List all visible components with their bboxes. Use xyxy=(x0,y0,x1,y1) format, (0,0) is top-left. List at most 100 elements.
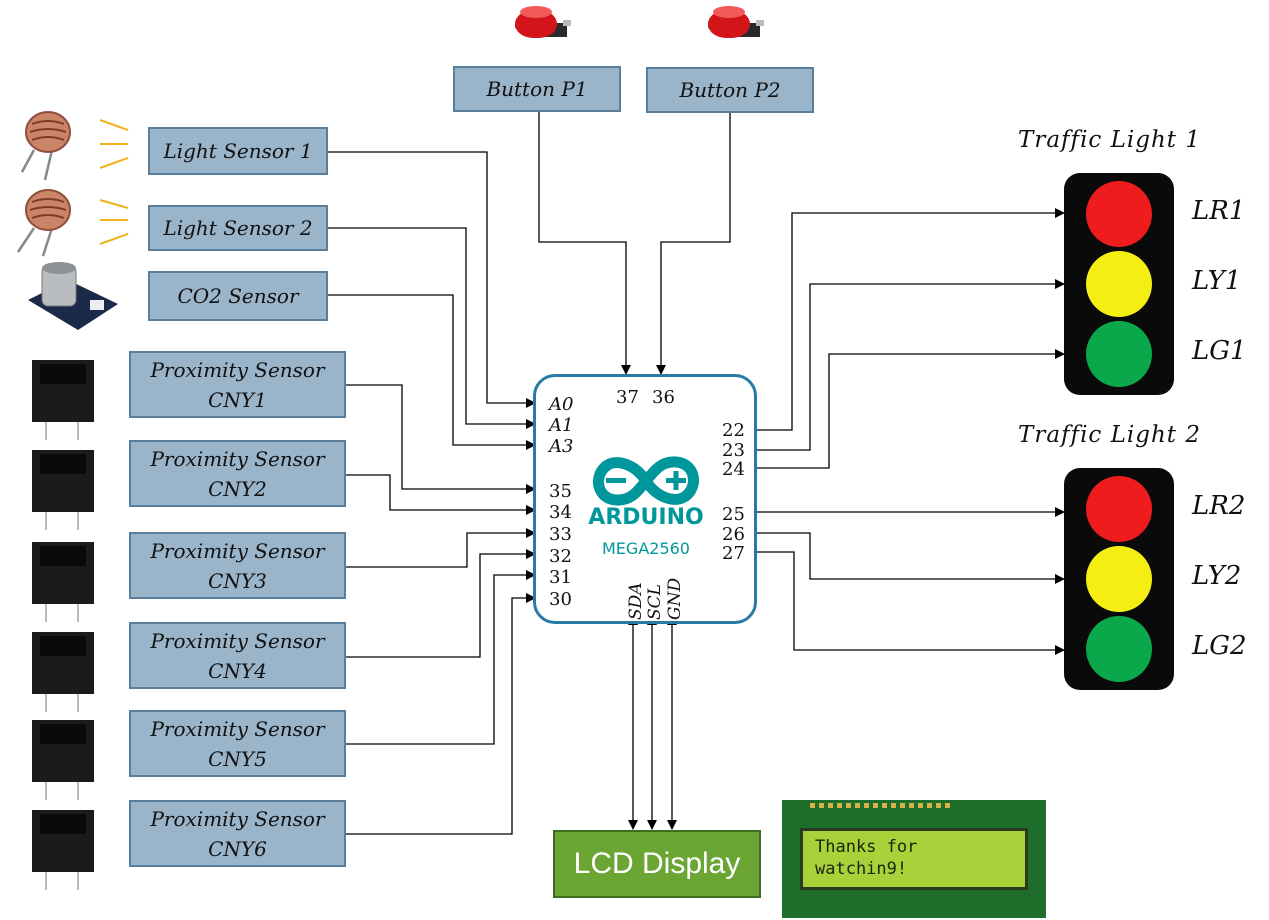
label-ly1: LY1 xyxy=(1192,266,1242,296)
proximity-sensor-label: Proximity Sensor xyxy=(150,716,325,741)
proximity-sensor-cny2-box: Proximity Sensor CNY2 xyxy=(129,440,346,507)
proximity-sensor-label: Proximity Sensor xyxy=(150,538,325,563)
lcd-header-pins-icon xyxy=(810,803,950,808)
light-sensor-1-label: Light Sensor 1 xyxy=(163,139,313,163)
yellow-lamp-icon xyxy=(1086,546,1152,612)
pin-22: 22 xyxy=(722,420,745,441)
proximity-sensor-label: Proximity Sensor xyxy=(150,446,325,471)
button-p1-box: Button P1 xyxy=(453,66,621,112)
wire-cny4 xyxy=(346,549,536,658)
wire-light2 xyxy=(328,227,536,429)
label-lr1: LR1 xyxy=(1192,196,1246,226)
traffic-light-1-title: Traffic Light 1 xyxy=(1018,127,1201,153)
lcd-screen-line-1: Thanks for xyxy=(815,837,918,857)
wire-button-p2 xyxy=(656,112,731,375)
proximity-sensor-id: CNY2 xyxy=(208,476,267,501)
proximity-sensor-id: CNY4 xyxy=(208,658,267,683)
push-button-icon-p2 xyxy=(708,6,764,38)
pin-33: 33 xyxy=(549,524,572,545)
wire-cny3 xyxy=(346,528,536,568)
red-lamp-icon xyxy=(1086,181,1152,247)
pin-25: 25 xyxy=(722,504,745,525)
proximity-sensor-label: Proximity Sensor xyxy=(150,806,325,831)
traffic-light-2-title: Traffic Light 2 xyxy=(1018,422,1201,448)
wire-cny1 xyxy=(346,384,536,494)
button-p2-box: Button P2 xyxy=(646,67,814,113)
proximity-sensor-id: CNY3 xyxy=(208,568,267,593)
pin-gnd: GND xyxy=(665,577,685,620)
lcd-display-label: LCD Display xyxy=(573,847,741,880)
photoresistor-icon-2 xyxy=(16,189,71,257)
pin-26: 26 xyxy=(722,524,745,545)
pin-36: 36 xyxy=(652,387,675,408)
push-button-icon-p1 xyxy=(515,6,571,38)
traffic-light-1 xyxy=(1064,173,1174,395)
lcd-module-picture: Thanks for watchin9! xyxy=(782,800,1046,918)
pin-sda: SDA xyxy=(626,582,646,620)
proximity-sensor-label: Proximity Sensor xyxy=(150,357,325,382)
traffic-light-2 xyxy=(1064,468,1174,690)
proximity-sensor-cny6-box: Proximity Sensor CNY6 xyxy=(129,800,346,867)
co2-sensor-label: CO2 Sensor xyxy=(177,284,299,308)
proximity-sensor-id: CNY6 xyxy=(208,836,267,861)
proximity-sensor-id: CNY5 xyxy=(208,746,267,771)
lcd-screen-line-2: watchin9! xyxy=(815,859,908,879)
button-p1-label: Button P1 xyxy=(486,77,588,101)
light-sensor-2-box: Light Sensor 2 xyxy=(148,205,328,251)
pin-scl: SCL xyxy=(645,584,665,620)
pin-a1: A1 xyxy=(549,415,574,436)
cny70-sensor-icons xyxy=(32,360,94,890)
red-lamp-icon xyxy=(1086,476,1152,542)
arduino-model-text: MEGA2560 xyxy=(602,539,690,558)
arduino-brand-text: ARDUINO xyxy=(588,505,704,530)
label-ly2: LY2 xyxy=(1192,561,1242,591)
wire-light1 xyxy=(328,151,536,408)
pin-a3: A3 xyxy=(549,436,574,457)
proximity-sensor-cny5-box: Proximity Sensor CNY5 xyxy=(129,710,346,777)
light-ray-arrows-1 xyxy=(99,119,129,169)
wire-lr1 xyxy=(756,208,1065,431)
pin-27: 27 xyxy=(722,543,745,564)
proximity-sensor-cny3-box: Proximity Sensor CNY3 xyxy=(129,532,346,599)
yellow-lamp-icon xyxy=(1086,251,1152,317)
pin-23: 23 xyxy=(722,440,745,461)
lcd-display-box: LCD Display xyxy=(553,830,761,898)
pin-24: 24 xyxy=(722,459,745,480)
pin-31: 31 xyxy=(549,567,572,588)
photoresistor-icon-1 xyxy=(20,111,71,181)
wire-lg1 xyxy=(756,349,1065,469)
label-lr2: LR2 xyxy=(1192,491,1246,521)
arduino-infinity-logo-icon xyxy=(593,456,699,506)
green-lamp-icon xyxy=(1086,616,1152,682)
wire-lg2 xyxy=(756,551,1065,655)
wire-cny6 xyxy=(346,593,536,835)
wire-ly2 xyxy=(756,532,1065,584)
pin-30: 30 xyxy=(549,589,572,610)
green-lamp-icon xyxy=(1086,321,1152,387)
light-sensor-1-box: Light Sensor 1 xyxy=(148,127,328,175)
arduino-mega-board: 37 36 A0 A1 A3 35 34 33 32 31 30 22 23 2… xyxy=(533,374,757,624)
proximity-sensor-label: Proximity Sensor xyxy=(150,628,325,653)
pin-a0: A0 xyxy=(549,394,574,415)
label-lg1: LG1 xyxy=(1192,336,1247,366)
co2-sensor-icon xyxy=(28,262,118,330)
wire-button-p1 xyxy=(538,112,631,375)
button-p2-label: Button P2 xyxy=(679,78,781,102)
pin-35: 35 xyxy=(549,481,572,502)
pin-34: 34 xyxy=(549,502,572,523)
wire-cny2 xyxy=(346,474,536,515)
light-ray-arrows-2 xyxy=(99,199,129,245)
wire-co2 xyxy=(328,294,536,450)
light-sensor-2-label: Light Sensor 2 xyxy=(163,216,313,240)
proximity-sensor-id: CNY1 xyxy=(208,387,267,412)
co2-sensor-box: CO2 Sensor xyxy=(148,271,328,321)
lcd-screen: Thanks for watchin9! xyxy=(800,828,1028,890)
wire-ly1 xyxy=(756,279,1065,451)
wire-cny5 xyxy=(346,570,536,745)
label-lg2: LG2 xyxy=(1192,631,1247,661)
pin-32: 32 xyxy=(549,546,572,567)
proximity-sensor-cny1-box: Proximity Sensor CNY1 xyxy=(129,351,346,418)
pin-37: 37 xyxy=(616,387,639,408)
proximity-sensor-cny4-box: Proximity Sensor CNY4 xyxy=(129,622,346,689)
